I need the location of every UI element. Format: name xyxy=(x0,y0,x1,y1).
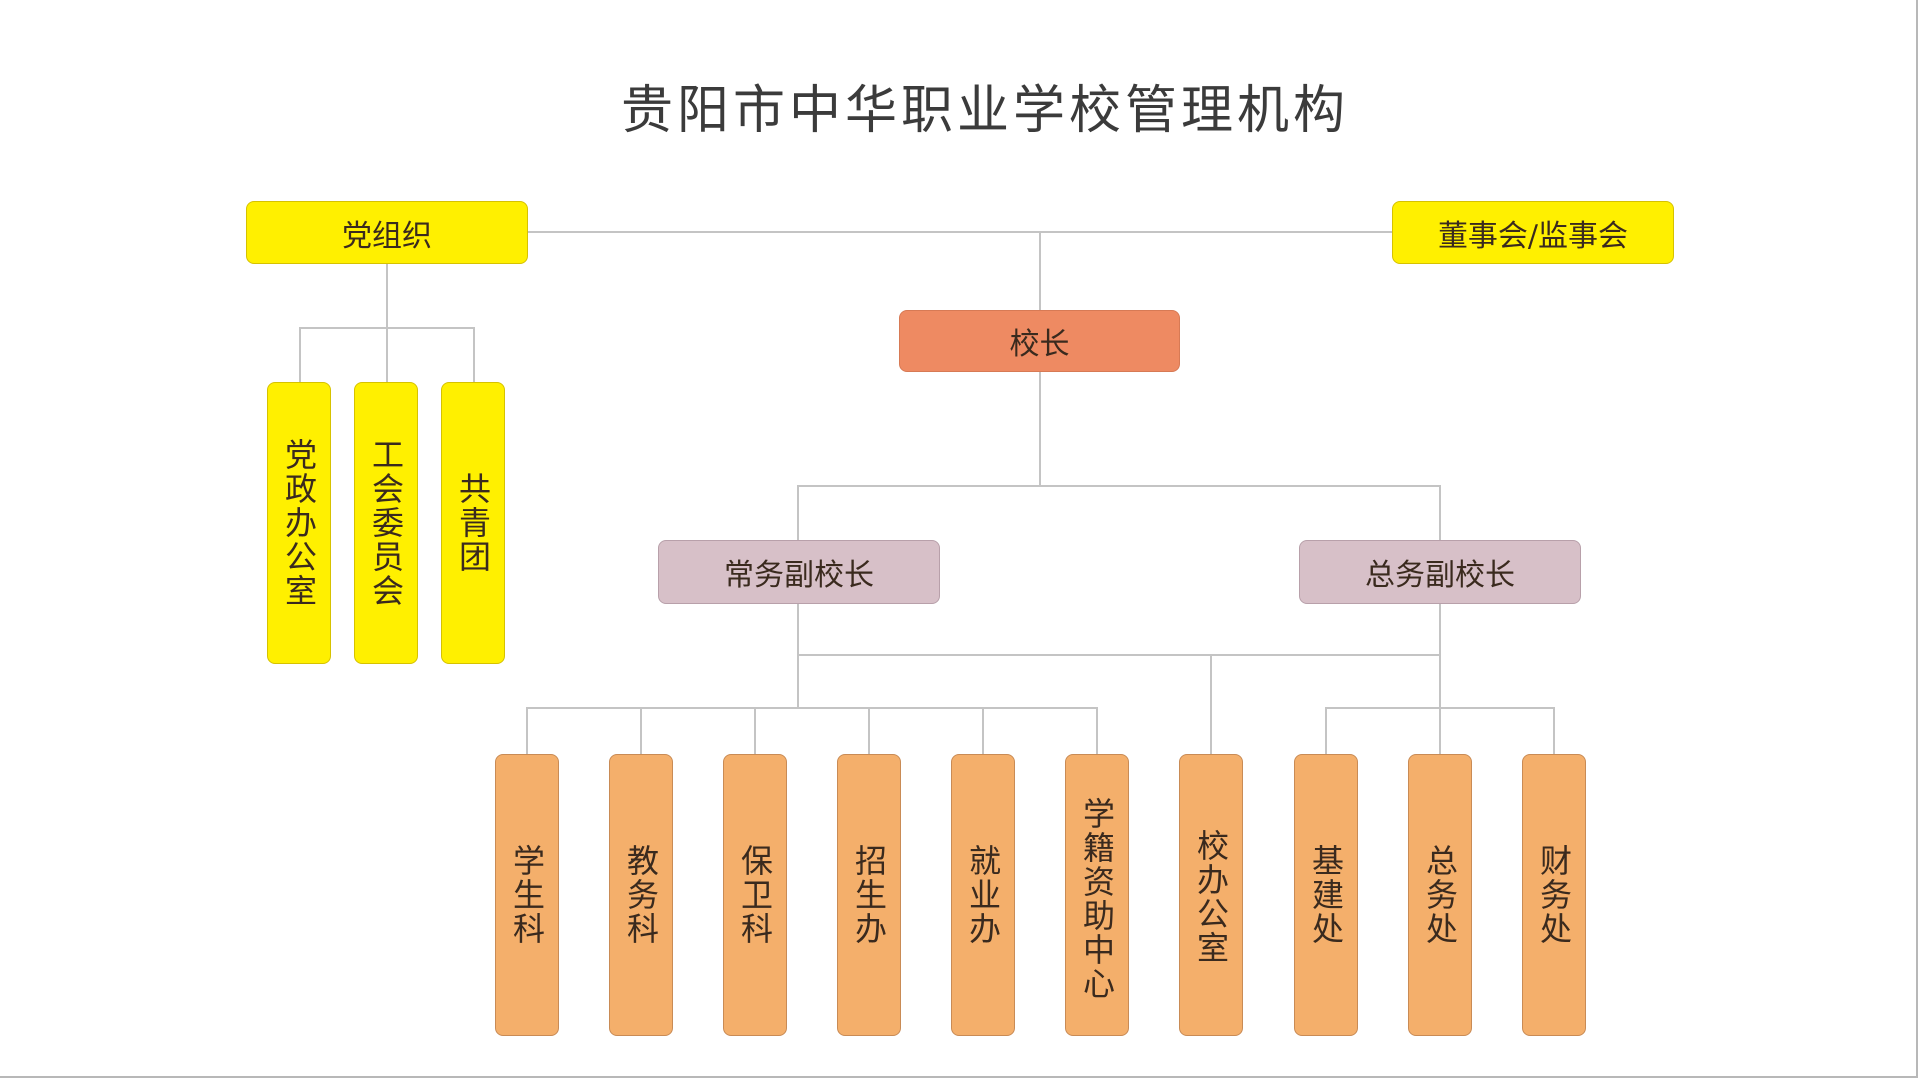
node-party-unit[interactable]: 工会委员会 xyxy=(354,382,418,664)
node-department[interactable]: 学生科 xyxy=(495,754,559,1036)
connector-party-down xyxy=(386,264,388,382)
connector-dept-10 xyxy=(1553,707,1555,754)
connector-dept-8 xyxy=(1325,707,1327,754)
node-executive-vice-principal-label: 常务副校长 xyxy=(724,558,874,593)
connector-party-unit-1 xyxy=(299,327,301,382)
connector-principal-down xyxy=(1039,372,1041,486)
node-party-organization[interactable]: 党组织 xyxy=(246,201,528,264)
connector-shared-bar xyxy=(797,654,1441,656)
connector-exec-down xyxy=(797,604,799,708)
connector-dept-1 xyxy=(526,707,528,754)
connector-vp-exec xyxy=(797,485,799,540)
node-department[interactable]: 基建处 xyxy=(1294,754,1358,1036)
connector-exec-bracket xyxy=(526,707,1098,709)
chart-title: 贵阳市中华职业学校管理机构 xyxy=(620,81,1349,141)
node-department[interactable]: 教务科 xyxy=(609,754,673,1036)
connector-dept-4 xyxy=(868,707,870,754)
node-board-supervisors[interactable]: 董事会/监事会 xyxy=(1392,201,1674,264)
connector-party-unit-3 xyxy=(473,327,475,382)
node-department-label: 基建处 xyxy=(1307,844,1345,946)
connector-dept-6 xyxy=(1096,707,1098,754)
connector-office-down xyxy=(1210,654,1212,754)
connector-general-down xyxy=(1439,604,1441,708)
node-principal[interactable]: 校长 xyxy=(899,310,1180,372)
node-department-label: 校办公室 xyxy=(1192,829,1230,965)
node-department[interactable]: 招生办 xyxy=(837,754,901,1036)
node-party-organization-label: 党组织 xyxy=(342,218,432,254)
node-principal-label: 校长 xyxy=(1009,327,1070,362)
node-department[interactable]: 学籍资助中心 xyxy=(1065,754,1129,1036)
node-party-unit[interactable]: 党政办公室 xyxy=(267,382,331,664)
connector-vp-general xyxy=(1439,485,1441,540)
node-party-unit-label: 党政办公室 xyxy=(280,438,318,608)
node-department[interactable]: 财务处 xyxy=(1522,754,1586,1036)
node-department-label: 保卫科 xyxy=(736,844,774,946)
node-department-label: 学籍资助中心 xyxy=(1078,797,1116,1001)
connector-dept-3 xyxy=(754,707,756,754)
node-general-affairs-vice-principal-label: 总务副校长 xyxy=(1365,558,1515,593)
node-party-unit-label: 共青团 xyxy=(454,472,492,574)
node-department[interactable]: 校办公室 xyxy=(1179,754,1243,1036)
node-party-unit-label: 工会委员会 xyxy=(367,438,405,608)
connector-dept-9 xyxy=(1439,707,1441,754)
node-department-label: 教务科 xyxy=(622,844,660,946)
connector-dept-5 xyxy=(982,707,984,754)
node-executive-vice-principal[interactable]: 常务副校长 xyxy=(658,540,940,604)
node-department-label: 财务处 xyxy=(1535,844,1573,946)
node-department[interactable]: 总务处 xyxy=(1408,754,1472,1036)
connector-to-principal xyxy=(1039,231,1041,310)
node-party-unit[interactable]: 共青团 xyxy=(441,382,505,664)
node-department-label: 就业办 xyxy=(964,844,1002,946)
node-department[interactable]: 就业办 xyxy=(951,754,1015,1036)
node-department-label: 学生科 xyxy=(508,844,546,946)
node-department-label: 总务处 xyxy=(1421,844,1459,946)
node-department-label: 招生办 xyxy=(850,844,888,946)
node-board-supervisors-label: 董事会/监事会 xyxy=(1437,218,1629,254)
connector-vp-bracket xyxy=(797,485,1441,487)
connector-party-board xyxy=(528,231,1392,233)
connector-party-bracket xyxy=(299,327,475,329)
node-general-affairs-vice-principal[interactable]: 总务副校长 xyxy=(1299,540,1581,604)
connector-dept-2 xyxy=(640,707,642,754)
node-department[interactable]: 保卫科 xyxy=(723,754,787,1036)
